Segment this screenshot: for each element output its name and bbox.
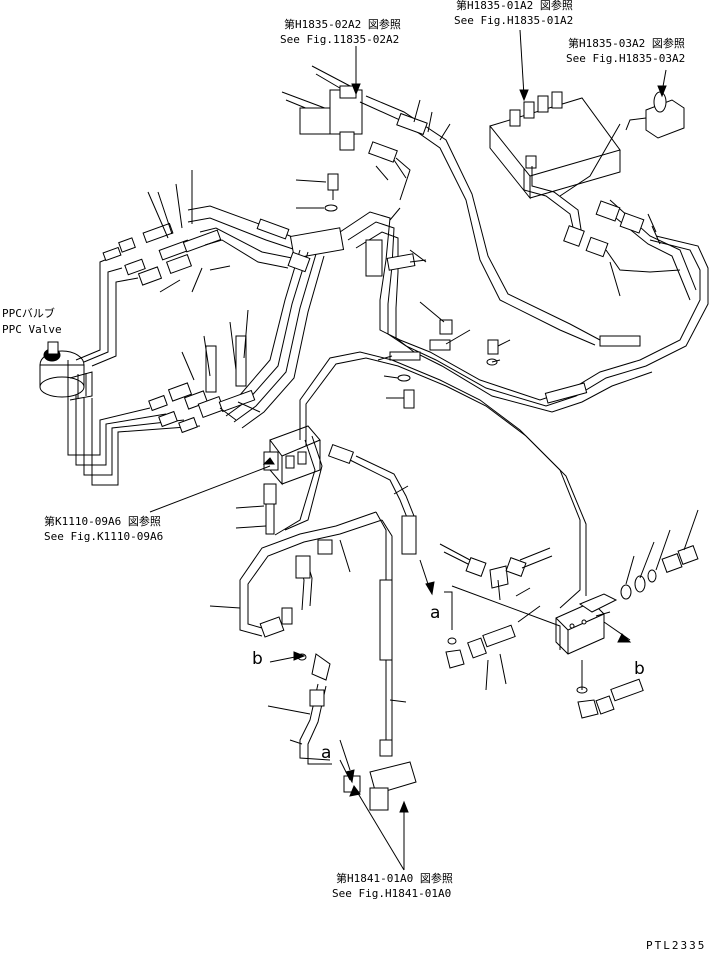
marker-a-left: a	[321, 743, 332, 763]
ppc-valve-drawing	[39, 341, 93, 401]
arrowheads	[262, 83, 667, 813]
bottom-right-pipes	[439, 509, 699, 719]
marker-b-left: b	[252, 649, 263, 669]
ppc-valve-label-en: PPC Valve	[2, 323, 62, 336]
ref-1841-01a0-jp: 第H1841-01A0 図参照	[336, 872, 453, 885]
ref-1835-02a2-jp: 第H1835-02A2 図参照	[284, 18, 401, 31]
ref-1835-03a2-jp: 第H1835-03A2 図参照	[568, 37, 685, 50]
drawing-code: PTL2335	[646, 939, 707, 952]
right-upper-valve-manifold	[489, 91, 697, 301]
reference-leader-lines	[149, 29, 667, 871]
ref-1835-01a2-jp: 第H1835-01A2 図参照	[456, 0, 573, 12]
right-hose-bundle	[339, 207, 709, 413]
marker-a-right: a	[430, 603, 441, 623]
upper-valve-block	[281, 65, 601, 346]
centre-diagonal-hose	[327, 443, 417, 555]
main-hose-bundle	[181, 205, 345, 429]
marker-b-right: b	[634, 659, 645, 679]
ref-1841-01a0-en: See Fig.H1841-01A0	[332, 887, 452, 900]
ref-1835-02a2-en: See Fig.11835-02A2	[280, 33, 400, 46]
ref-k1110-09a6-en: See Fig.K1110-09A6	[44, 530, 164, 543]
left-middle-fittings	[148, 382, 261, 434]
upper-left-fittings	[102, 170, 231, 293]
upper-bolts	[295, 173, 339, 212]
ref-1835-01a2-en: See Fig.H1835-01A2	[454, 14, 574, 27]
ref-1835-03a2-en: See Fig.H1835-03A2	[566, 52, 686, 65]
ppc-valve-hose-bundle	[67, 257, 201, 486]
lower-left-hose-loop	[209, 511, 417, 811]
ref-k1110-09a6-jp: 第K1110-09A6 図参照	[44, 515, 161, 528]
ppc-valve-label-jp: PPCバルブ	[2, 307, 55, 320]
